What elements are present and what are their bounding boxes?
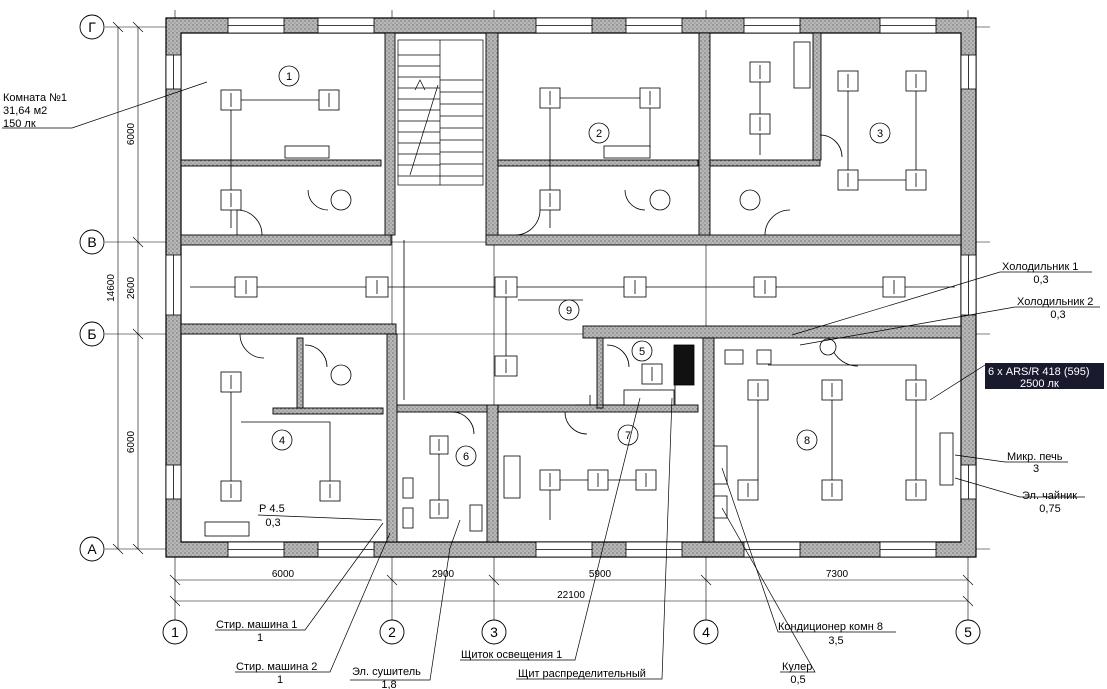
r45-name: Р 4.5 — [259, 503, 285, 515]
dim-left-2: 2600 — [126, 276, 137, 299]
axis-row-label: Б — [87, 326, 96, 342]
equipment — [204, 41, 954, 537]
dim-bottom-3: 5900 — [589, 569, 612, 580]
kettle-value: 0,75 — [1039, 503, 1060, 515]
cooler-value: 0,5 — [790, 674, 805, 686]
dim-bottom-4: 7300 — [826, 569, 849, 580]
washer1-value: 1 — [257, 632, 263, 644]
ac-name: Кондиционер комн 8 — [778, 621, 883, 633]
axis-col-label: 1 — [171, 624, 179, 640]
axis-col-label: 2 — [388, 624, 396, 640]
axis-col-label: 3 — [490, 624, 498, 640]
axis-row-label: Г — [88, 19, 96, 35]
ac-value: 3,5 — [828, 635, 843, 647]
room-number: 1 — [286, 71, 292, 83]
room-number: 7 — [625, 430, 631, 442]
room-number: 9 — [566, 305, 572, 317]
washer2-value: 1 — [277, 674, 283, 686]
light-fixtures — [220, 61, 927, 519]
microwave-name: Микр. печь — [1007, 451, 1063, 463]
lamp-lux: 2500 лк — [1020, 378, 1059, 390]
washer2-name: Стир. машина 2 — [236, 661, 317, 673]
wiring — [190, 82, 955, 520]
dimension-labels: 6000 2600 6000 14600 6000 2900 5900 7300… — [106, 122, 849, 601]
room-number: 8 — [804, 435, 810, 447]
outer-walls — [165, 17, 977, 558]
room-labels: 1 2 3 4 5 6 7 8 9 — [271, 65, 891, 467]
axis-col-label: 4 — [702, 624, 710, 640]
r45-value: 0,3 — [265, 517, 280, 529]
axis-row-label: В — [87, 234, 96, 250]
room1-area: 31,64 м2 — [3, 105, 47, 117]
staircase — [397, 39, 484, 186]
room1-name: Комната №1 — [3, 92, 67, 104]
axis-col-label: 5 — [964, 624, 972, 640]
cooler-name: Кулер — [782, 661, 812, 673]
inner-walls — [180, 32, 962, 543]
callouts: Комната №1 31,64 м2 150 лк Холодильник 1… — [3, 92, 1104, 689]
dryer-name: Эл. сушитель — [352, 666, 421, 678]
room-number: 2 — [596, 128, 602, 140]
microwave-value: 3 — [1033, 463, 1039, 475]
axis-labels: Г В Б А 1 2 3 4 5 — [87, 19, 972, 640]
room-number: 3 — [877, 128, 883, 140]
room-number: 6 — [463, 451, 469, 463]
dim-left-3: 6000 — [126, 430, 137, 453]
dim-left-1: 6000 — [126, 122, 137, 145]
fridge2-name: Холодильник 2 — [1017, 296, 1093, 308]
kettle-name: Эл. чайник — [1022, 490, 1077, 502]
fridge2-value: 0,3 — [1050, 309, 1065, 321]
dryer-value: 1,8 — [381, 679, 396, 689]
room1-lux: 150 лк — [3, 118, 36, 130]
dim-bottom-2: 2900 — [432, 569, 455, 580]
lamp-name: 6 х ARS/R 418 (595) — [988, 366, 1090, 378]
dim-left-total: 14600 — [106, 274, 117, 302]
light-panel-name: Щиток освещения 1 — [461, 649, 562, 661]
leader-lines — [2, 81, 1103, 681]
axis-markers — [79, 14, 981, 645]
dist-panel-name: Щит распределительный — [518, 668, 646, 680]
dimension-lines — [112, 21, 974, 607]
fridge1-value: 0,3 — [1033, 274, 1048, 286]
dim-bottom-1: 6000 — [272, 569, 295, 580]
windows — [165, 17, 977, 558]
fridge1-name: Холодильник 1 — [1002, 261, 1078, 273]
washer1-name: Стир. машина 1 — [216, 619, 297, 631]
room-number: 5 — [639, 346, 645, 358]
room-number: 4 — [279, 435, 285, 447]
dim-bottom-total: 22100 — [557, 590, 585, 601]
axis-row-label: А — [87, 541, 97, 557]
